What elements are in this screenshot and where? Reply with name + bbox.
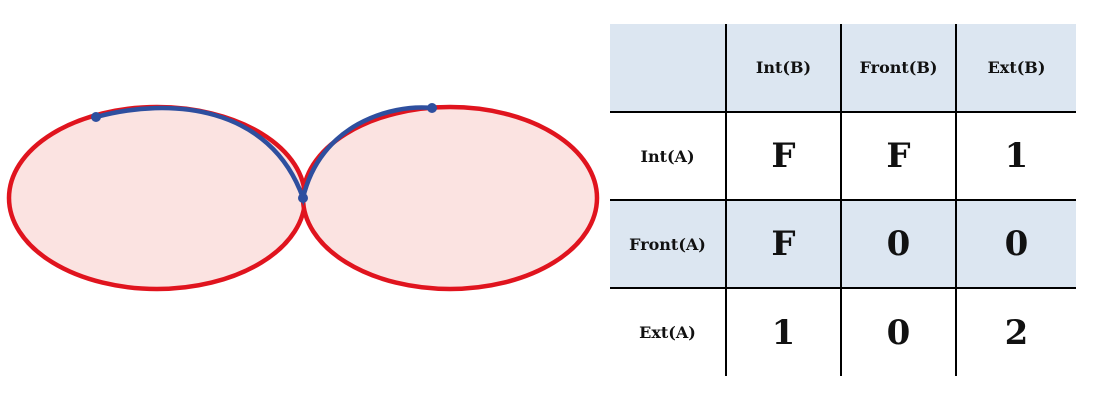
cell-ext-a-ext-b: 2 xyxy=(955,287,1076,376)
boundary-touch-point xyxy=(298,193,308,203)
row-header-int-a: Int(A) xyxy=(610,111,726,200)
matrix-row-int-a: Int(A) F F 1 xyxy=(610,111,1076,200)
row-header-ext-a: Ext(A) xyxy=(610,287,726,376)
intersection-matrix: Int(B) Front(B) Ext(B) Int(A) F F 1 Fron… xyxy=(610,24,1076,376)
boundary-endpoint-right xyxy=(427,103,437,113)
cell-front-a-ext-b: 0 xyxy=(955,199,1076,288)
matrix-row-ext-a: Ext(A) 1 0 2 xyxy=(610,287,1076,376)
cell-ext-a-front-b: 0 xyxy=(840,287,956,376)
cell-int-a-ext-b: 1 xyxy=(955,111,1076,200)
cell-front-a-int-b: F xyxy=(725,199,841,288)
cell-front-a-front-b: 0 xyxy=(840,199,956,288)
column-header-front-b: Front(B) xyxy=(840,24,956,112)
region-b-right-ellipse xyxy=(300,104,600,292)
boundary-endpoint-left xyxy=(91,112,101,122)
matrix-header-row: Int(B) Front(B) Ext(B) xyxy=(610,24,1076,112)
matrix-row-front-a: Front(A) F 0 0 xyxy=(610,199,1076,288)
matrix-corner-cell xyxy=(610,24,726,112)
cell-ext-a-int-b: 1 xyxy=(725,287,841,376)
row-header-front-a: Front(A) xyxy=(610,199,726,288)
column-header-ext-b: Ext(B) xyxy=(955,24,1076,112)
region-a-left-ellipse xyxy=(6,104,308,292)
shared-boundary-line xyxy=(93,105,435,206)
cell-int-a-int-b: F xyxy=(725,111,841,200)
two-region-touch-diagram xyxy=(6,103,600,292)
column-header-int-b: Int(B) xyxy=(725,24,841,112)
cell-int-a-front-b: F xyxy=(840,111,956,200)
